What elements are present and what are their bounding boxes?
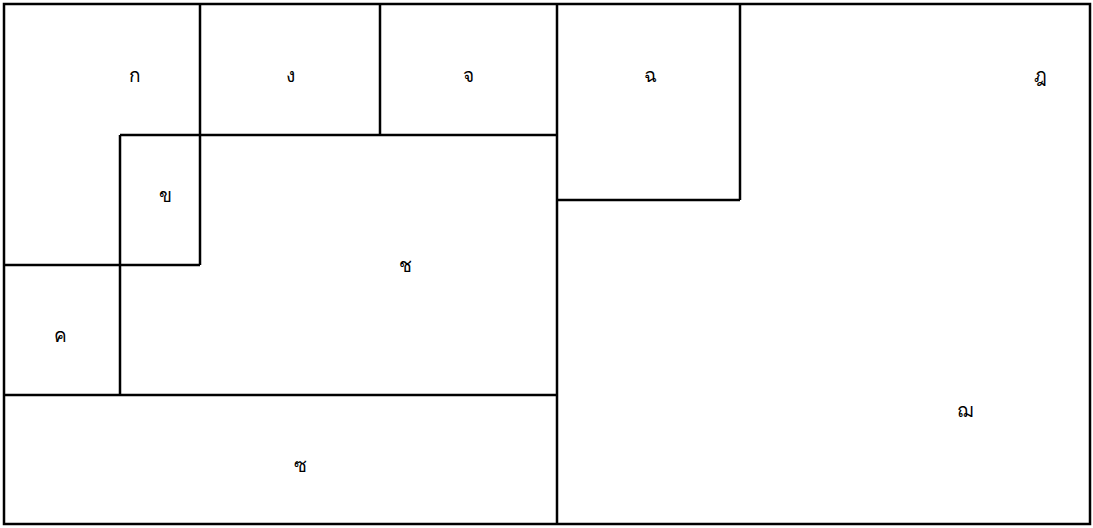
- room-region: ฎฌ: [557, 4, 1090, 524]
- region-letter: ช: [399, 256, 412, 275]
- region-letter: ก: [129, 66, 141, 85]
- region-letter: ฎ: [1034, 66, 1047, 85]
- divider-line: [556, 4, 559, 524]
- outer-border: [4, 4, 1090, 524]
- region-letter: ฉ: [644, 66, 657, 85]
- divider-line: [120, 134, 557, 137]
- region-letter: ข: [159, 186, 172, 205]
- region-letter: ง: [286, 66, 295, 85]
- room-region: ซ: [4, 395, 557, 524]
- region-letter: ซ: [294, 456, 307, 475]
- room-region: ง: [200, 4, 380, 135]
- room-region: ก: [4, 4, 200, 265]
- region-letter: จ: [463, 66, 474, 85]
- room-region: ข: [120, 135, 200, 265]
- divider-line: [4, 394, 557, 397]
- divider-line: [739, 4, 742, 200]
- room-region: ช: [120, 135, 557, 395]
- divider-line: [4, 264, 200, 267]
- divider-line: [379, 4, 382, 135]
- room-region: ฉ: [557, 4, 740, 200]
- region-letter: ฌ: [957, 401, 973, 420]
- divider-line: [557, 199, 740, 202]
- room-region: จ: [380, 4, 557, 135]
- region-letter: ค: [54, 326, 67, 345]
- room-region: ค: [4, 265, 120, 395]
